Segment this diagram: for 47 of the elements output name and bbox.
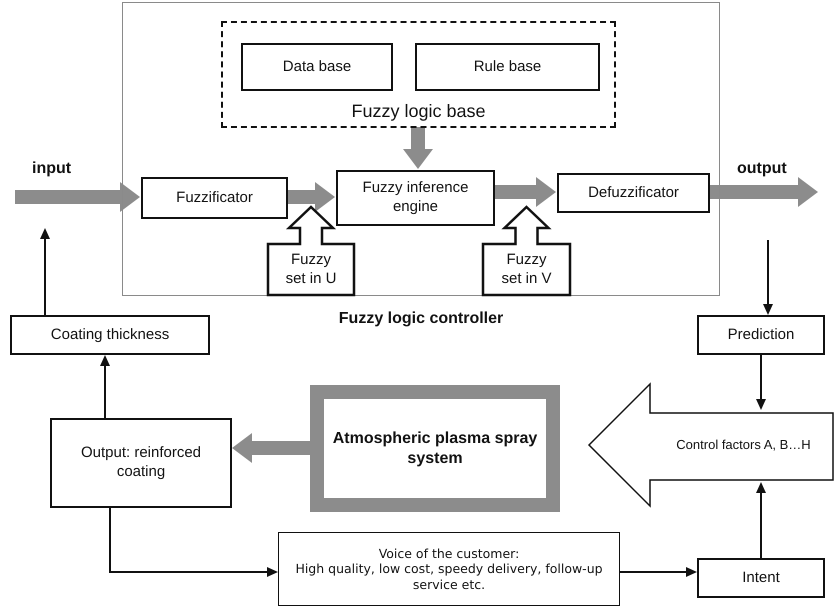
arrow (763, 240, 773, 315)
left-arrow-block (588, 383, 833, 507)
process-box (241, 43, 393, 91)
process-box (697, 315, 825, 355)
box-text: Fuzzy set in U (284, 251, 338, 289)
box-text: Intent (742, 568, 780, 588)
controller-caption: Fuzzy logic controller (338, 309, 504, 329)
box-text: Data base (282, 58, 352, 76)
system-box (310, 385, 560, 512)
box-text: High quality, low cost, speedy delivery, follow-up service etc. (294, 561, 604, 592)
process-box (336, 170, 495, 226)
box-text: Control factors A, B…H (676, 436, 811, 454)
arrow (100, 355, 110, 418)
box-text: Fuzzificator (176, 188, 253, 208)
text-box (278, 532, 620, 606)
box-text: Prediction (728, 326, 794, 344)
box-text: Atmospheric plasma spray system (332, 428, 538, 468)
process-box (415, 43, 600, 91)
up-arrow-callout (482, 206, 571, 296)
process-box (10, 315, 210, 355)
box-text: Fuzzy set in V (500, 251, 553, 289)
process-box (557, 173, 710, 213)
box-text: Defuzzificator (588, 184, 679, 202)
block-arrow (15, 182, 140, 212)
box-text: Fuzzy inference engine (362, 179, 470, 217)
arrow (40, 228, 50, 315)
process-box (50, 418, 232, 508)
block-arrow (709, 177, 818, 207)
block-arrow (287, 182, 335, 212)
arrow (756, 355, 766, 410)
edge-label: input (30, 160, 74, 178)
up-arrow-callout (267, 206, 355, 296)
group-title: Fuzzy logic base (351, 100, 486, 122)
arrow (620, 567, 697, 577)
arrow (109, 508, 278, 577)
process-box (141, 177, 288, 219)
box-text: Rule base (474, 58, 542, 76)
block-arrow (403, 127, 433, 169)
block-arrow (232, 433, 310, 463)
arrow (756, 482, 766, 558)
edge-label: output (735, 160, 789, 178)
box-text: Output: reinforced coating (80, 444, 202, 482)
process-box (697, 558, 825, 598)
box-text: Coating thickness (50, 326, 170, 344)
block-arrow (494, 177, 556, 207)
dashed-group-box (221, 21, 616, 128)
box-heading: Voice of the customer: (378, 546, 520, 562)
